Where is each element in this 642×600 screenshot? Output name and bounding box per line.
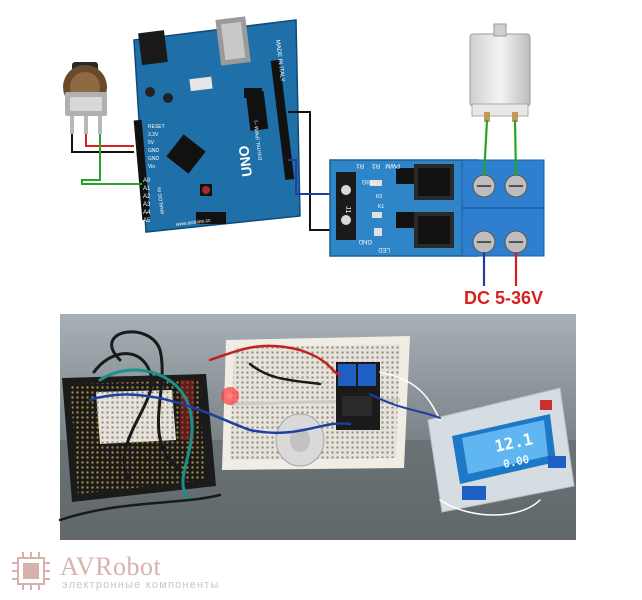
module-header-r3: R3 [372,162,380,168]
power-label: DC 5-36V [464,288,543,308]
board-power-pins: RESET 3.3V 5V GND GND Vin [148,124,165,170]
svg-text:A0: A0 [143,178,151,184]
photo-motor [275,413,325,467]
module-header-pwm: PWM [385,162,400,168]
photo-power-supply: 12.1 0.00 [427,387,575,513]
board-label: UNO [235,145,255,178]
arduino-uno-board: UNO MADE IN ITALY www.arduino.cc DIGITAL… [133,16,301,233]
svg-text:GND: GND [148,156,160,162]
module-j1: J1 [344,206,351,214]
board-analog-label: ANALOG IN [157,186,166,214]
potentiometer [63,62,107,134]
signal-wires [288,111,344,231]
module-k1: K1 [378,204,384,210]
photo-wires [58,330,541,522]
svg-text:5V: 5V [148,140,155,146]
svg-text:A1: A1 [143,186,151,192]
pot-wires [71,134,142,185]
board-digital-label: DIGITAL (PWM ~) [253,120,264,161]
module-header-r1: R1 [356,162,364,168]
svg-text:GND: GND [148,148,160,154]
module-r2: R2 [376,194,383,200]
dc-motor [469,23,531,122]
svg-text:A4: A4 [143,210,151,216]
power-wires [482,252,518,286]
brand-logo-subtitle: электронные компоненты [62,579,220,591]
svg-text:Vin: Vin [148,164,155,170]
assembly-photo: 12.1 0.00 [58,314,576,540]
svg-text:RESET: RESET [148,124,165,130]
board-brand: MADE IN ITALY [274,40,285,83]
wiring-diagram: UNO MADE IN ITALY www.arduino.cc DIGITAL… [63,16,545,308]
mosfet-module: R1 R3 PWM TRIG GND J1 LED R2 K1 [329,159,479,257]
avrobot-chip-icon [12,552,50,590]
motor-wires [482,119,518,177]
board-site: www.arduino.cc [176,218,212,228]
board-analog-pins: A0 A1 A2 A3 A4 A5 [143,178,151,224]
svg-text:3.3V: 3.3V [148,132,159,138]
svg-text:A2: A2 [143,194,151,200]
screw-terminals [461,159,545,257]
module-pin-trig: TRIG [361,178,376,184]
svg-text:A5: A5 [143,218,151,224]
photo-arduino-shield [62,374,216,502]
photo-display-value-2: 0.00 [502,453,531,471]
svg-text:A3: A3 [143,202,151,208]
module-pin-gnd: GND [358,238,372,244]
brand-logo-text: AVRobot [60,552,162,581]
photo-mosfet-module [336,362,380,430]
module-led: LED [378,246,390,252]
